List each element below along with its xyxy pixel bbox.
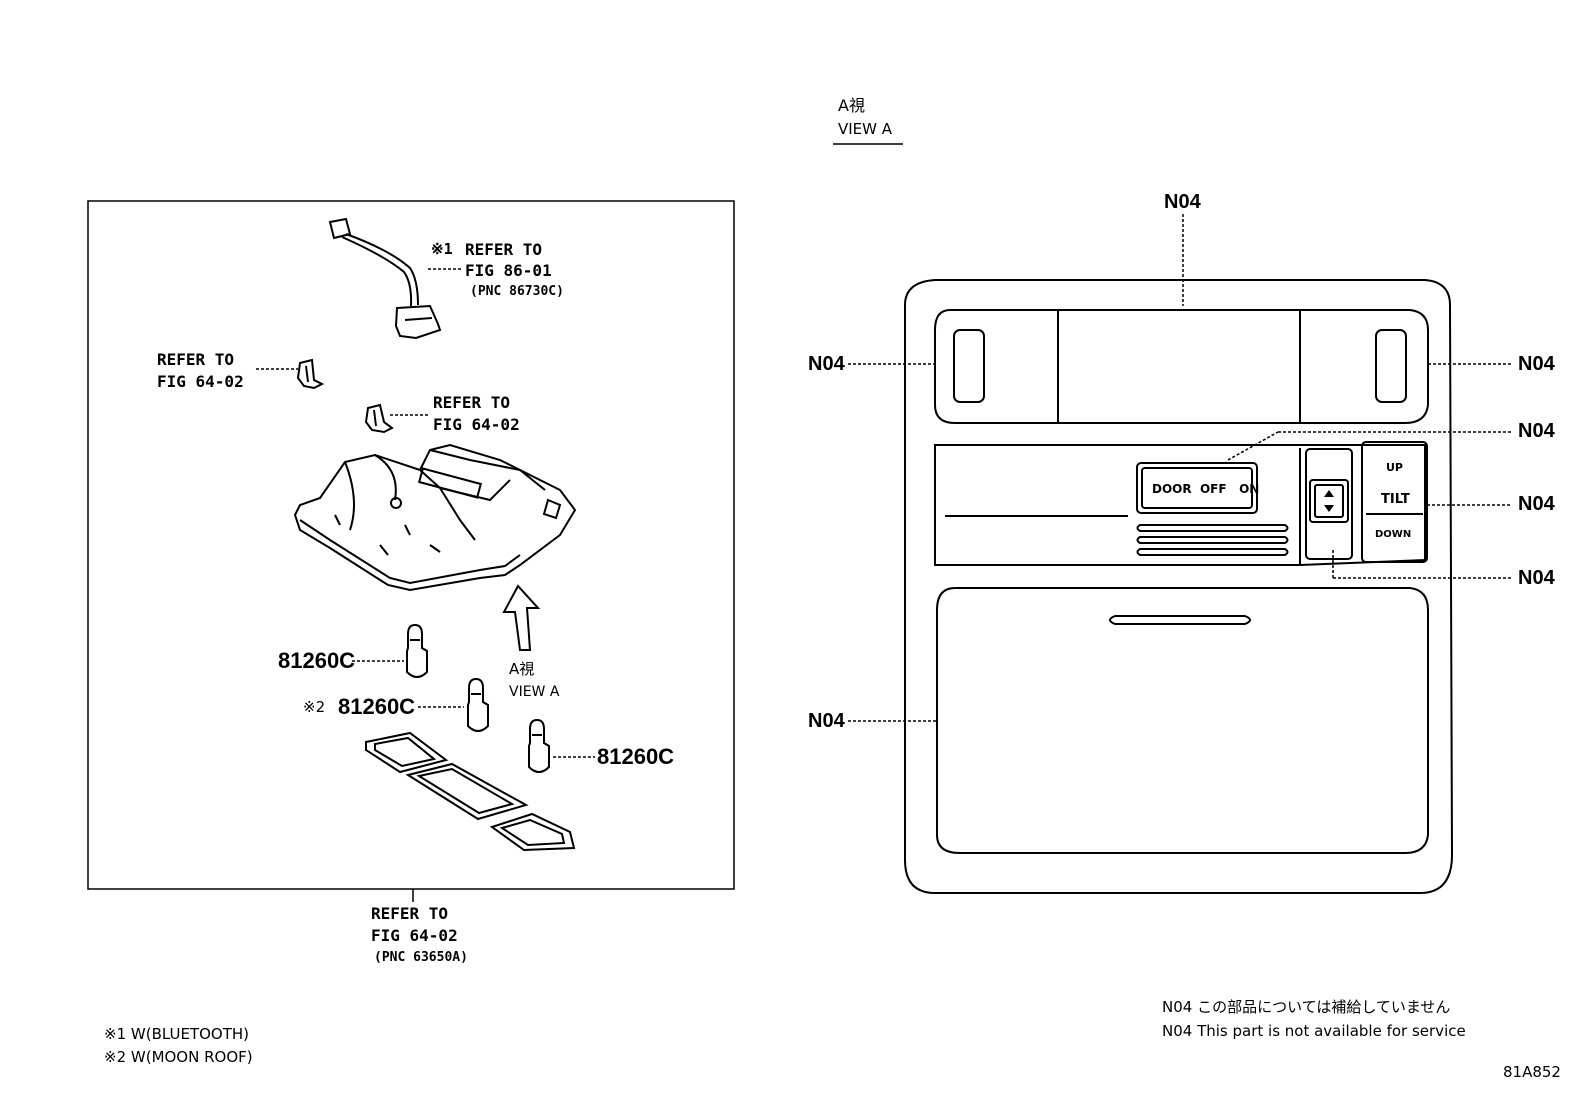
bulb1-part-number: 81260C	[278, 648, 356, 673]
bulb3-part-number: 81260C	[597, 744, 675, 769]
refer1-line1: REFER TO	[465, 240, 543, 259]
n04-right-mid3: N04	[1518, 567, 1555, 589]
clip-upper	[296, 358, 325, 390]
n04-left-upper: N04	[808, 353, 845, 375]
door-off-on-switch-label: DOOR OFF ON	[1152, 482, 1260, 496]
view-a-header-ja: A視	[838, 96, 865, 115]
footnote-1: ※1 W(BLUETOOTH)	[104, 1025, 249, 1043]
down-label: DOWN	[1375, 529, 1412, 540]
n04-right-upper: N04	[1518, 353, 1555, 375]
refer1-line2: FIG 86-01	[465, 261, 552, 280]
view-arrow-ja: A視	[509, 660, 535, 678]
refer2-line1: REFER TO	[157, 350, 235, 369]
inset-frame	[87, 200, 735, 890]
view-arrow-en: VIEW A	[509, 684, 560, 700]
console-top-section	[934, 309, 1429, 424]
tilt-label: TILT	[1381, 492, 1410, 507]
tilt-arrows-icon	[1324, 490, 1334, 512]
legend-ja: N04 この部品については補給していません	[1162, 998, 1451, 1016]
clip-lower	[364, 403, 394, 434]
bulb-3	[528, 718, 550, 773]
refer3-line1: REFER TO	[433, 393, 511, 412]
refer1-mark: ※1	[431, 240, 453, 258]
console-switch-panel	[934, 441, 1428, 566]
bottom-refer-line1: REFER TO	[371, 904, 449, 923]
refer3-line2: FIG 64-02	[433, 415, 520, 434]
footnote-2: ※2 W(MOON ROOF)	[104, 1048, 253, 1066]
view-a-arrow	[502, 584, 541, 651]
bulb2-part-number: 81260C	[338, 694, 416, 719]
bulb-1	[406, 623, 428, 678]
figure-id: 81A852	[1503, 1063, 1561, 1081]
console-sunglass-holder	[936, 587, 1429, 854]
refer2-line2: FIG 64-02	[157, 372, 244, 391]
refer1-line3: (PNC 86730C)	[470, 284, 564, 299]
n04-right-mid1: N04	[1518, 420, 1555, 442]
bottom-refer-line2: FIG 64-02	[371, 926, 458, 945]
up-label: UP	[1386, 461, 1403, 474]
lens-left	[365, 731, 449, 774]
bottom-refer-line3: (PNC 63650A)	[374, 950, 468, 965]
bulb2-mark: ※2	[303, 698, 326, 716]
lens-center	[405, 762, 529, 821]
wire-harness-connector	[328, 217, 442, 340]
map-lamp-housing	[293, 443, 577, 592]
n04-left-lower: N04	[808, 710, 845, 732]
n04-top: N04	[1164, 191, 1201, 213]
overhead-console-frame	[904, 279, 1454, 894]
n04-right-mid2: N04	[1518, 493, 1555, 515]
bulb-2	[467, 677, 489, 732]
lens-right	[489, 812, 576, 852]
n04-leaders	[848, 214, 1512, 722]
legend-en: N04 This part is not available for servi…	[1162, 1022, 1466, 1040]
view-a-header-en: VIEW A	[838, 120, 893, 138]
